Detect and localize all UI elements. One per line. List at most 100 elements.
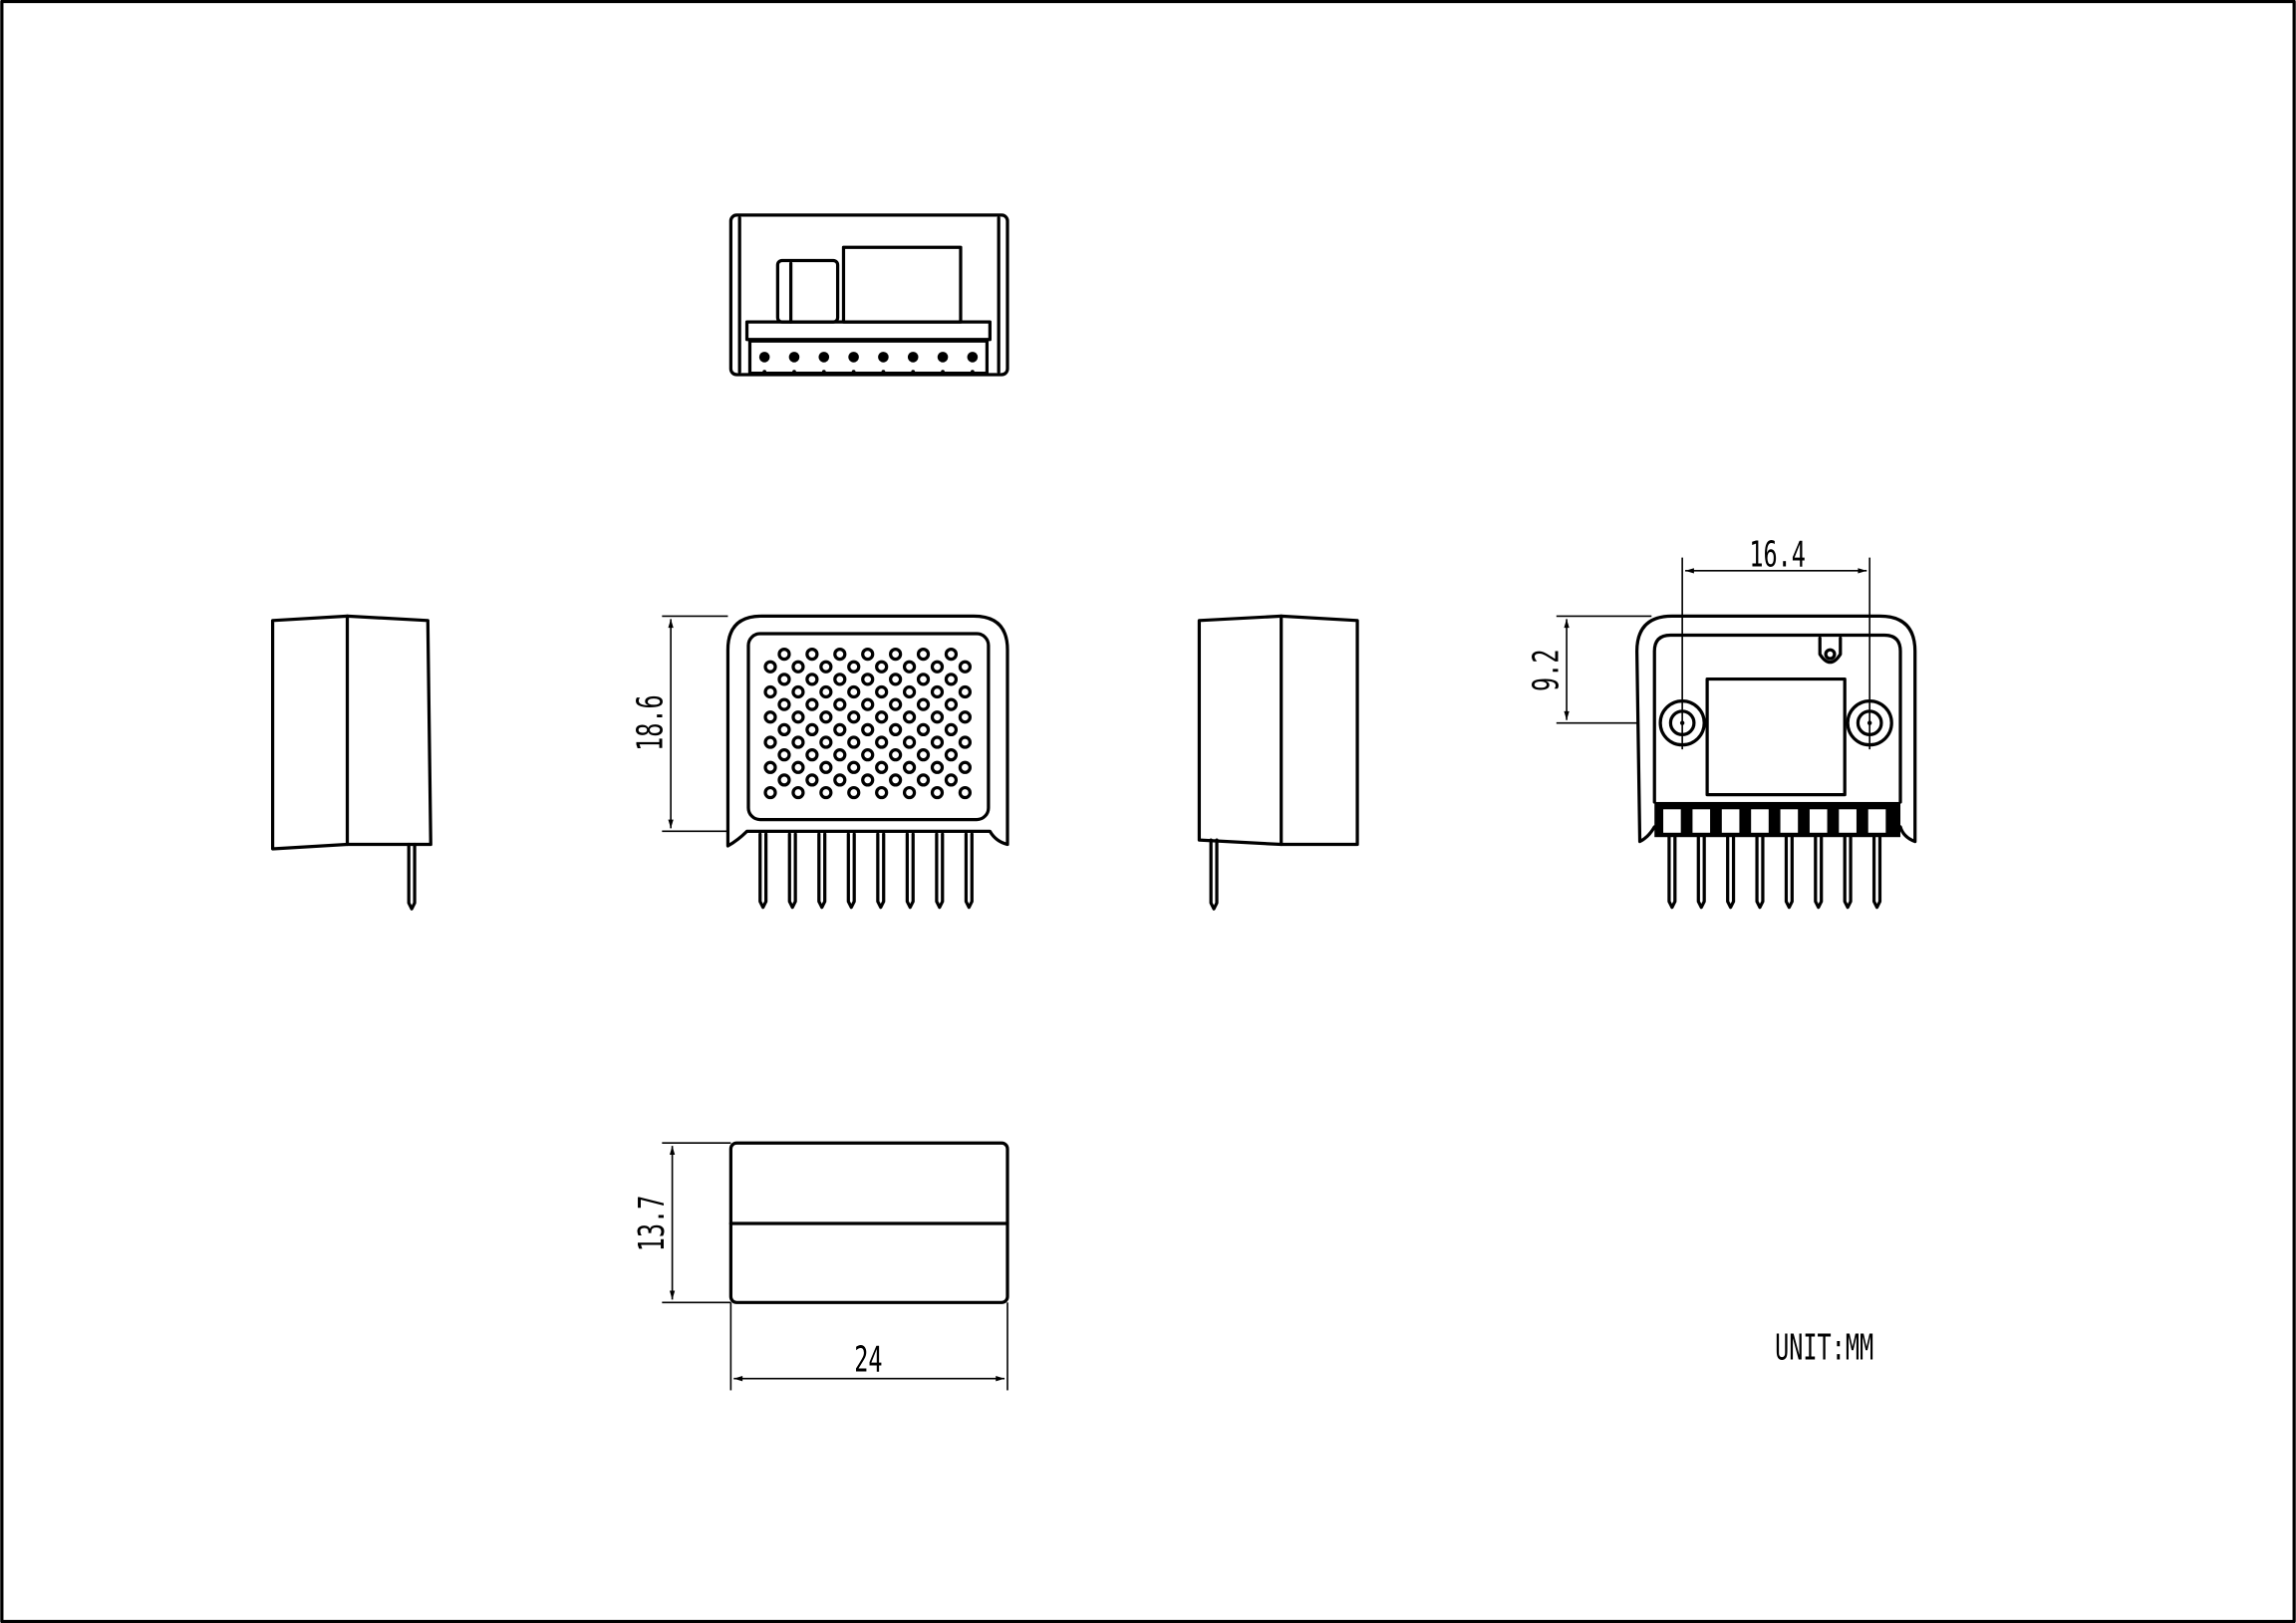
vent-hole bbox=[777, 722, 791, 736]
pin bbox=[1755, 835, 1765, 910]
vent-hole bbox=[875, 684, 889, 699]
vent-hole bbox=[958, 785, 972, 800]
pin-mark bbox=[851, 370, 856, 375]
vent-hole bbox=[916, 673, 931, 686]
vent-hole bbox=[763, 785, 777, 800]
left-side-view bbox=[270, 614, 432, 911]
vent-hole-grid bbox=[763, 647, 972, 800]
top-view bbox=[728, 213, 1009, 377]
pin bbox=[1726, 835, 1736, 910]
pin bbox=[905, 832, 915, 910]
vent-hole bbox=[847, 735, 861, 749]
vent-hole bbox=[791, 710, 805, 724]
pin bbox=[758, 832, 768, 910]
right-side-view bbox=[1197, 614, 1359, 911]
vent-hole bbox=[819, 785, 833, 800]
vent-hole bbox=[791, 760, 805, 774]
pin-mark bbox=[941, 370, 945, 375]
vent-hole bbox=[902, 684, 917, 699]
pin-mark bbox=[881, 370, 886, 375]
vent-hole bbox=[791, 660, 805, 674]
vent-hole bbox=[861, 647, 875, 662]
vent-hole bbox=[777, 748, 791, 762]
vent-hole bbox=[819, 660, 833, 674]
vent-hole bbox=[958, 760, 972, 774]
back-view: 16.4 9.2 bbox=[1527, 535, 1917, 910]
pin bbox=[1814, 835, 1824, 910]
pin-window bbox=[1839, 809, 1857, 833]
vent-hole bbox=[805, 673, 819, 686]
vent-hole bbox=[902, 760, 917, 774]
back-pins bbox=[1663, 809, 1886, 910]
vent-hole bbox=[847, 760, 861, 774]
vent-hole bbox=[861, 673, 875, 686]
pin-dot bbox=[937, 352, 949, 363]
pin-window bbox=[1751, 809, 1769, 833]
vent-hole bbox=[763, 684, 777, 699]
vent-hole bbox=[819, 684, 833, 699]
vent-hole bbox=[902, 785, 917, 800]
vent-hole bbox=[805, 748, 819, 762]
vent-hole bbox=[930, 710, 945, 724]
vent-hole bbox=[805, 647, 819, 662]
vent-hole bbox=[889, 722, 903, 736]
vent-hole bbox=[861, 748, 875, 762]
vent-hole bbox=[763, 735, 777, 749]
vent-hole bbox=[889, 773, 903, 787]
vent-hole bbox=[833, 773, 847, 787]
pin-dot bbox=[878, 352, 889, 363]
vent-hole bbox=[930, 735, 945, 749]
vent-hole bbox=[889, 748, 903, 762]
vent-hole bbox=[916, 748, 931, 762]
vent-hole bbox=[902, 735, 917, 749]
vent-hole bbox=[944, 697, 959, 711]
pin-mark bbox=[821, 370, 826, 375]
pin-dot bbox=[848, 352, 859, 363]
vent-hole bbox=[875, 710, 889, 724]
vent-hole bbox=[916, 647, 931, 662]
pin-dot bbox=[967, 352, 979, 363]
vent-hole bbox=[819, 735, 833, 749]
front-pins bbox=[758, 832, 974, 910]
dim-depth: 13.7 bbox=[632, 1196, 673, 1252]
vent-hole bbox=[791, 785, 805, 800]
vent-hole bbox=[875, 660, 889, 674]
bottom-view: 13.7 24 bbox=[632, 1141, 1009, 1391]
vent-hole bbox=[875, 785, 889, 800]
pin-dot bbox=[758, 352, 770, 363]
vent-hole bbox=[819, 710, 833, 724]
pin-mark bbox=[762, 370, 767, 375]
dim-width: 24 bbox=[854, 1340, 882, 1381]
vent-hole bbox=[889, 697, 903, 711]
vent-hole bbox=[777, 773, 791, 787]
vent-hole bbox=[777, 697, 791, 711]
dim-hole-height: 9.2 bbox=[1527, 650, 1568, 691]
vent-hole bbox=[930, 684, 945, 699]
dim-body-height: 18.6 bbox=[631, 694, 672, 751]
vent-hole bbox=[944, 773, 959, 787]
vent-hole bbox=[847, 660, 861, 674]
vent-hole bbox=[958, 735, 972, 749]
pin bbox=[846, 832, 856, 910]
pin-window bbox=[1780, 809, 1799, 833]
vent-hole bbox=[833, 697, 847, 711]
top-pin-row bbox=[758, 352, 979, 375]
vent-hole bbox=[916, 697, 931, 711]
pin-mark bbox=[792, 370, 796, 375]
pin bbox=[817, 832, 827, 910]
pin bbox=[1696, 835, 1706, 910]
vent-hole bbox=[847, 684, 861, 699]
vent-hole bbox=[861, 773, 875, 787]
pin-dot bbox=[818, 352, 830, 363]
vent-hole bbox=[930, 760, 945, 774]
vent-hole bbox=[805, 773, 819, 787]
vent-hole bbox=[944, 673, 959, 686]
vent-hole bbox=[847, 710, 861, 724]
vent-hole bbox=[847, 785, 861, 800]
vent-hole bbox=[902, 660, 917, 674]
vent-hole bbox=[875, 760, 889, 774]
vent-hole bbox=[763, 760, 777, 774]
pin bbox=[964, 832, 974, 910]
